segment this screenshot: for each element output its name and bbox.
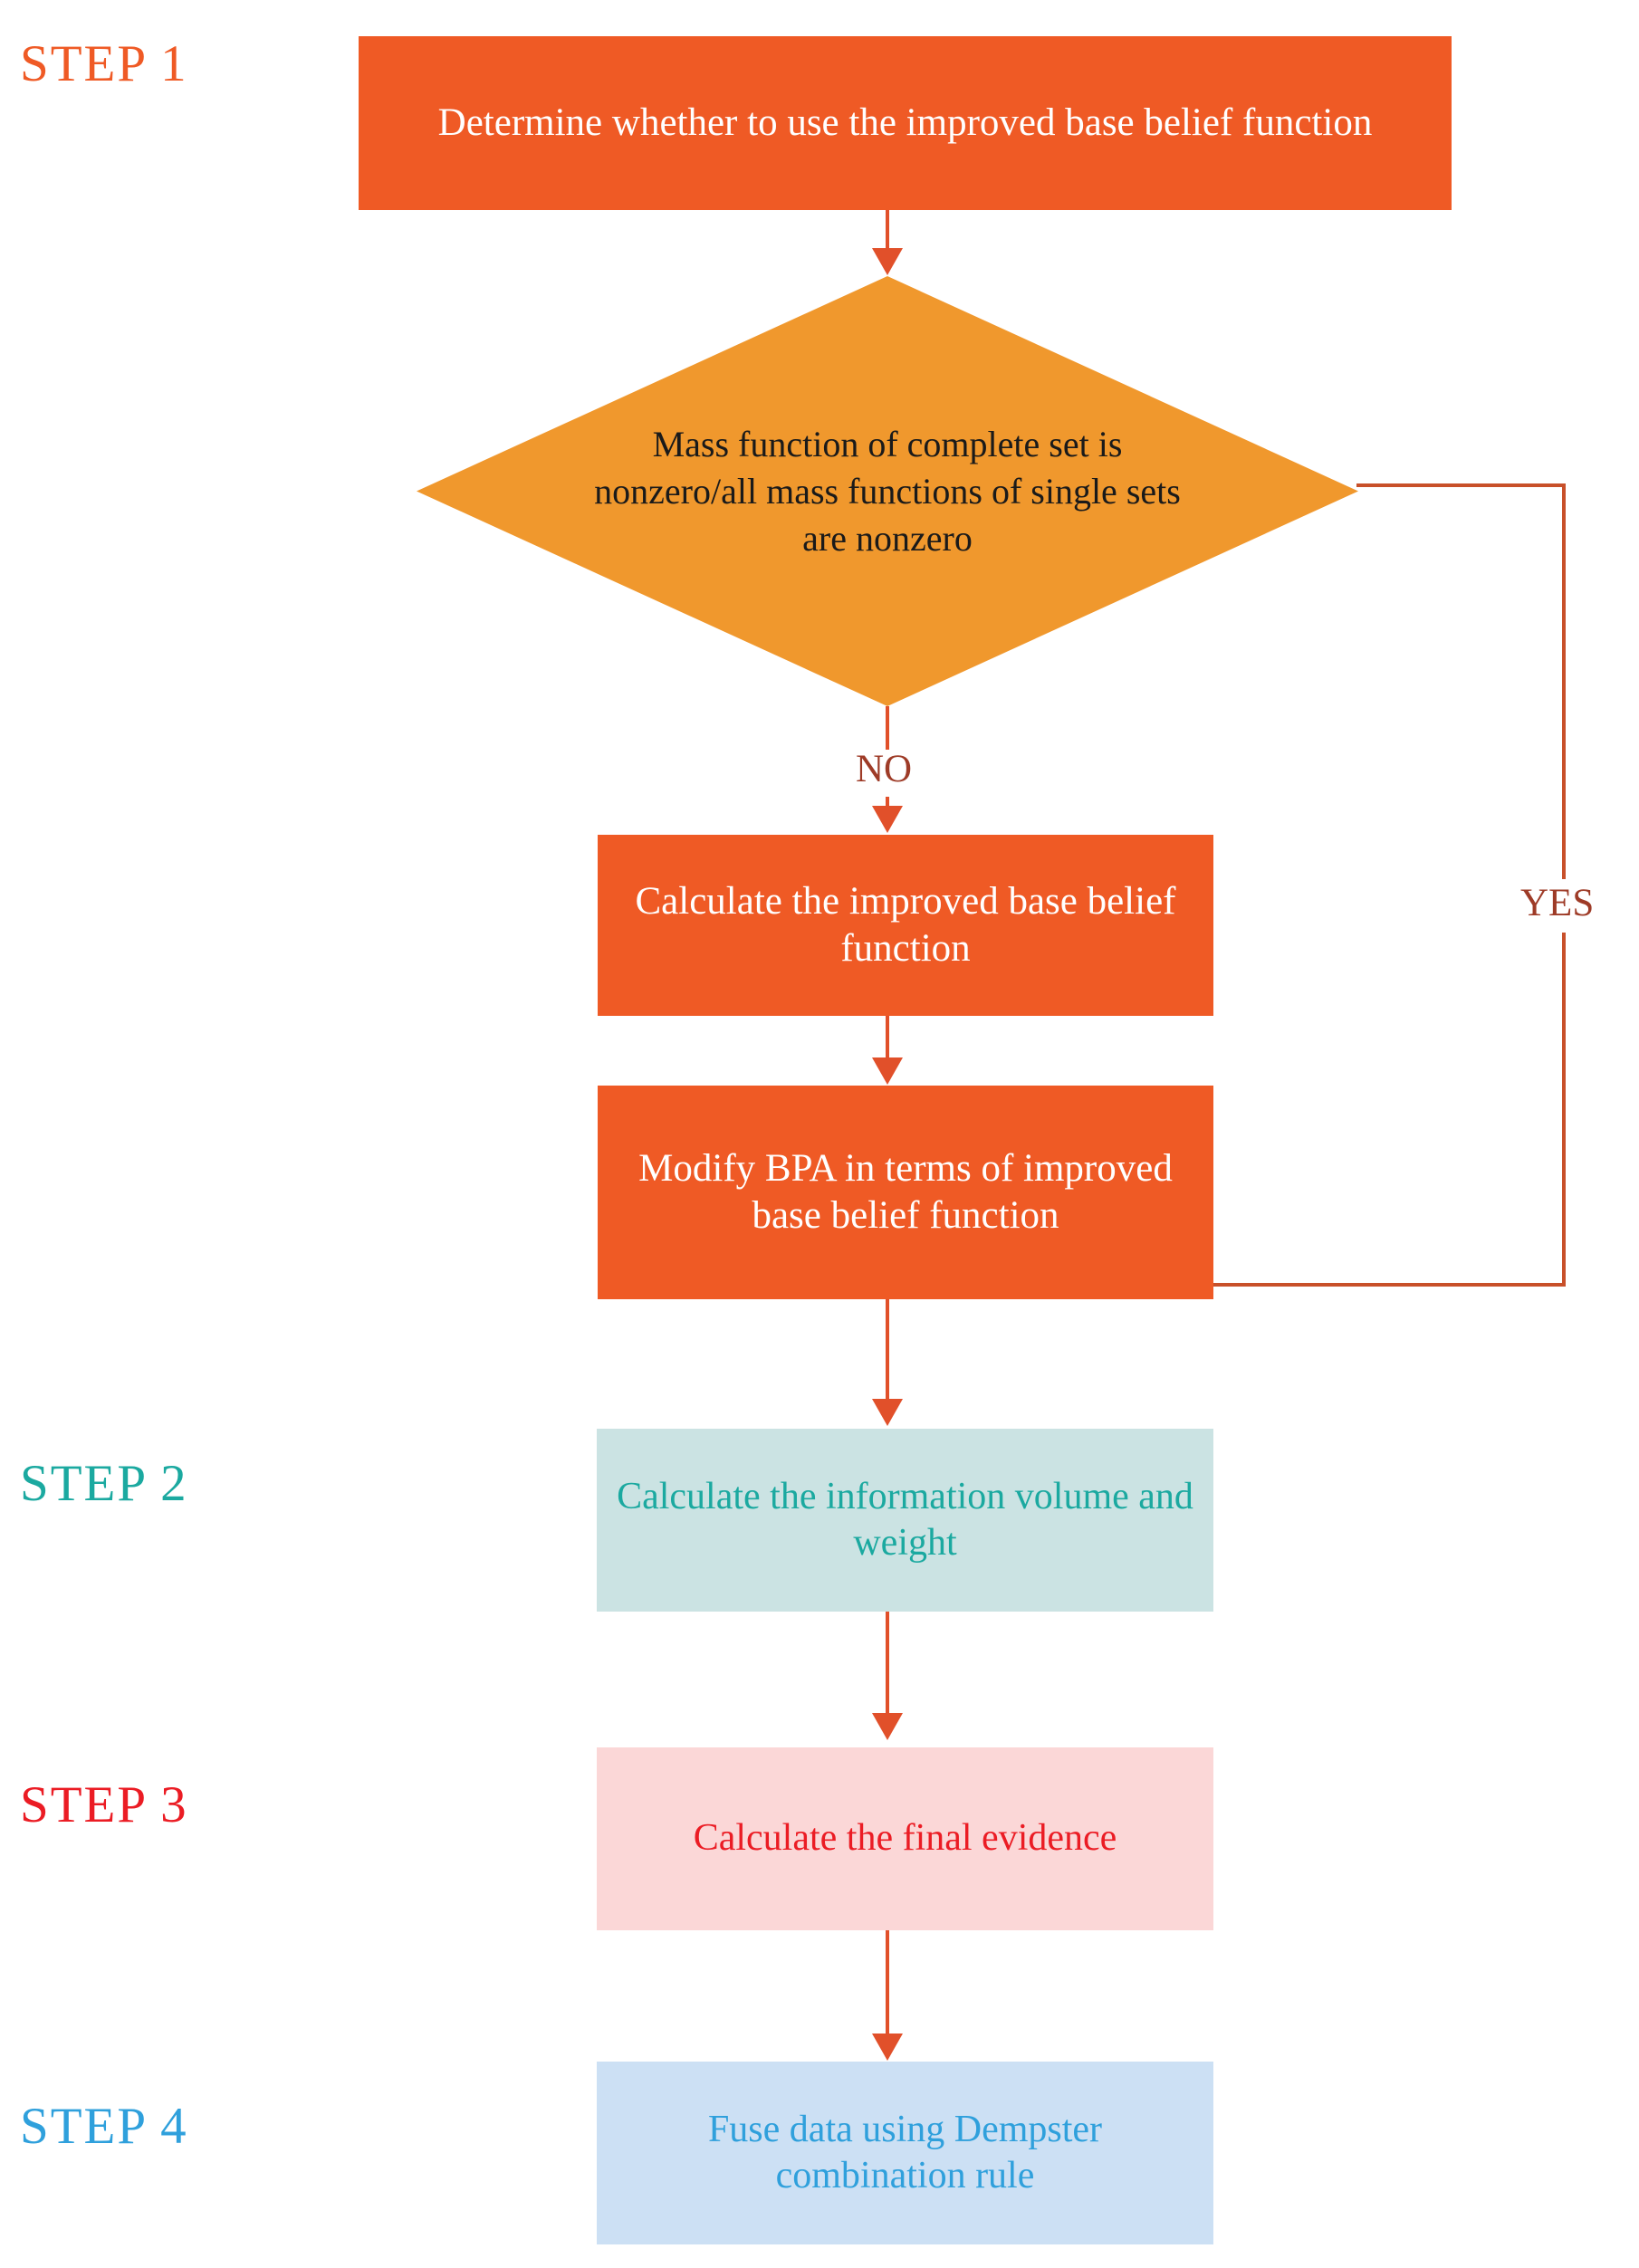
arrowhead-bbf-to-modify [872, 1057, 903, 1085]
node-info-volume-text: Calculate the information volume and wei… [617, 1475, 1193, 1564]
node-decision-mass-function[interactable]: Mass function of complete set is nonzero… [417, 276, 1358, 706]
node-calculate-information-volume-and-weight[interactable]: Calculate the information volume and wei… [597, 1429, 1213, 1612]
node-calculate-bbf-text: Calculate the improved base belief funct… [635, 879, 1176, 970]
connector-yes-vertical-lower [1562, 933, 1566, 1286]
node-determine-text: Determine whether to use the improved ba… [437, 100, 1373, 144]
connector-modify-to-info-volume [886, 1299, 889, 1399]
node-final-evidence-text: Calculate the final evidence [693, 1817, 1117, 1860]
step-label-3: STEP 3 [20, 1776, 188, 1833]
connector-no-branch-upper [886, 706, 889, 750]
node-fuse-data-text: Fuse data using Dempster combination rul… [707, 2108, 1103, 2196]
connector-yes-top-horizontal [1356, 483, 1566, 487]
connector-bbf-to-modify [886, 1016, 889, 1059]
arrowhead-info-volume-to-final-evidence [872, 1713, 903, 1740]
arrowhead-determine-to-decision [872, 248, 903, 275]
node-modify-bpa[interactable]: Modify BPA in terms of improved base bel… [598, 1086, 1213, 1299]
node-modify-bpa-text: Modify BPA in terms of improved base bel… [638, 1146, 1173, 1237]
arrowhead-final-evidence-to-fuse-data [872, 2034, 903, 2061]
connector-yes-bottom-horizontal [1213, 1283, 1566, 1287]
connector-final-evidence-to-fuse-data [886, 1930, 889, 2034]
arrowhead-no-branch [872, 806, 903, 833]
arrowhead-modify-to-info-volume [872, 1399, 903, 1426]
step-label-4: STEP 4 [20, 2098, 188, 2155]
node-calculate-improved-base-belief-function[interactable]: Calculate the improved base belief funct… [598, 835, 1213, 1016]
connector-info-volume-to-final-evidence [886, 1612, 889, 1713]
edge-label-yes: YES [1520, 882, 1595, 924]
connector-yes-vertical-upper [1562, 483, 1566, 879]
connector-determine-to-decision [886, 210, 889, 252]
node-determine-improved-base-belief[interactable]: Determine whether to use the improved ba… [359, 36, 1452, 210]
edge-label-no: NO [856, 748, 913, 790]
step-label-1: STEP 1 [20, 35, 188, 92]
node-decision-text: Mass function of complete set is nonzero… [594, 423, 1181, 559]
step-label-2: STEP 2 [20, 1455, 188, 1512]
connector-no-branch-lower [886, 797, 889, 808]
node-calculate-final-evidence[interactable]: Calculate the final evidence [597, 1747, 1213, 1930]
node-fuse-data-dempster-combination-rule[interactable]: Fuse data using Dempster combination rul… [597, 2062, 1213, 2244]
